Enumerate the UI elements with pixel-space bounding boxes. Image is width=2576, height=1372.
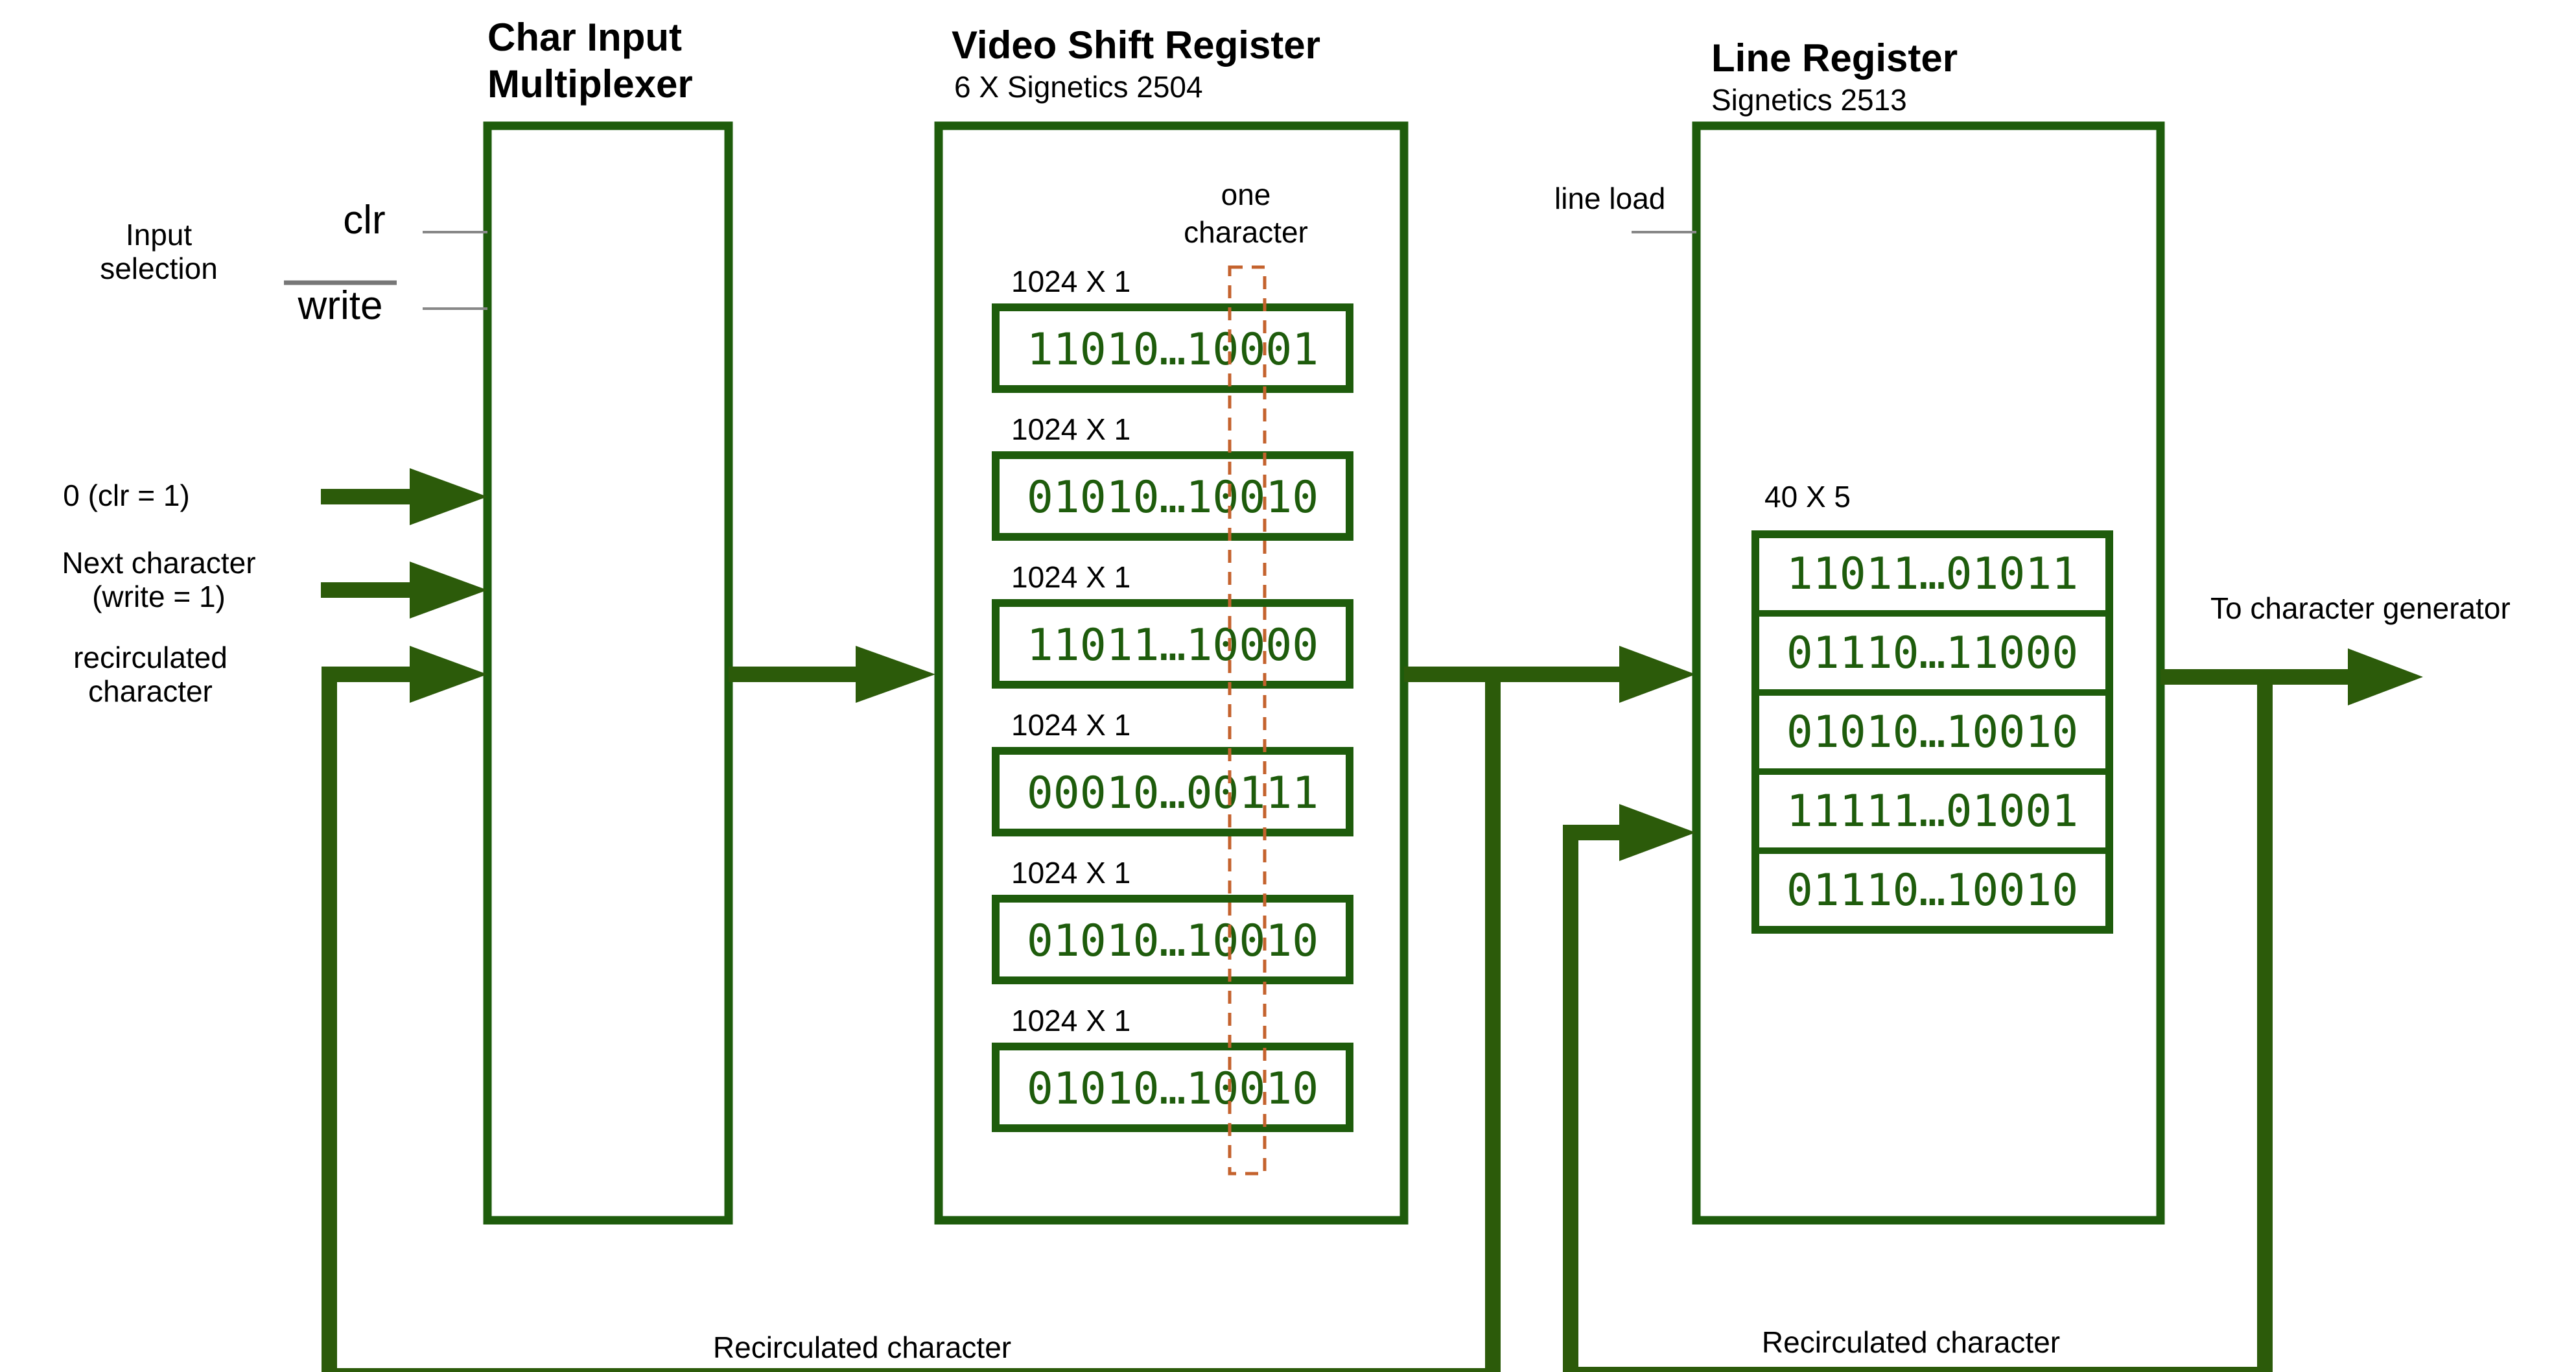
shift-register-bits: 11011…10000 xyxy=(1027,620,1318,671)
shift-register-size-label: 1024 X 1 xyxy=(1011,708,1130,742)
line-register-row-bits: 01010…10010 xyxy=(1786,707,2078,758)
recirc-loop-left xyxy=(322,667,1501,1372)
shift-register-5 xyxy=(992,895,1353,984)
vsr-title: Video Shift Register xyxy=(952,23,1320,67)
write-signal-label: write xyxy=(298,283,383,328)
one-character-marker xyxy=(1228,265,1267,1176)
input-recirc-label-line1: recirculated xyxy=(73,641,228,674)
input-recirc-label-line2: character xyxy=(88,674,213,708)
line-register-rows: 11011…01011 01110…11000 01010…10010 11111…0… xyxy=(1751,530,2113,934)
input-next-label-line1: Next character xyxy=(62,546,255,580)
one-character-label-line2: character xyxy=(1184,215,1308,249)
mux-title-line2: Multiplexer xyxy=(487,62,693,106)
shift-register-bits: 01010…10010 xyxy=(1027,916,1318,967)
input-zero-arrowhead xyxy=(410,468,487,525)
mux-to-vsr-arrowhead xyxy=(856,646,935,703)
one-character-label-line1: one xyxy=(1221,178,1271,211)
recirc-right-label: Recirculated character xyxy=(1762,1325,2060,1359)
line-register-row-bits: 11011…01011 xyxy=(1786,549,2078,600)
line-register-size-label: 40 X 5 xyxy=(1764,480,1851,514)
shift-register-size-label: 1024 X 1 xyxy=(1011,265,1130,298)
recirc-left-arrowhead xyxy=(410,646,487,703)
mux-title-line1: Char Input xyxy=(487,16,682,59)
input-next-label-line2: (write = 1) xyxy=(92,580,226,613)
shift-register-size-label: 1024 X 1 xyxy=(1011,412,1130,446)
shift-register-stack: 1024 X 1 11010…10001 1024 X 1 01010…10010 10… xyxy=(992,265,1353,1132)
clr-signal-label: clr xyxy=(343,198,385,242)
shift-register-3 xyxy=(992,599,1353,689)
line-register-title: Line Register xyxy=(1711,36,1958,80)
input-next-arrowhead xyxy=(410,562,487,619)
line-register-row-bits: 01110…11000 xyxy=(1786,628,2078,679)
shift-register-size-label: 1024 X 1 xyxy=(1011,856,1130,890)
recirc-right-arrowhead xyxy=(1619,804,1696,861)
shift-register-bits: 01010…10010 xyxy=(1027,1063,1318,1115)
shift-register-4 xyxy=(992,747,1353,836)
line-register-subtitle: Signetics 2513 xyxy=(1711,83,1907,117)
shift-register-size-label: 1024 X 1 xyxy=(1011,560,1130,594)
shift-register-6 xyxy=(992,1043,1353,1132)
input-zero-label: 0 (clr = 1) xyxy=(63,479,190,512)
output-label: To character generator xyxy=(2210,591,2511,625)
line-register-row-bits: 11111…01001 xyxy=(1786,786,2078,837)
vsr-to-line-arrowhead xyxy=(1619,646,1696,703)
recirc-left-label: Recirculated character xyxy=(713,1331,1011,1364)
vsr-subtitle: 6 X Signetics 2504 xyxy=(954,70,1203,104)
shift-register-bits: 11010…10001 xyxy=(1027,324,1318,375)
output-arrowhead xyxy=(2348,648,2423,705)
shift-register-2 xyxy=(992,451,1353,541)
recirc-loop-right xyxy=(1563,677,2273,1372)
shift-register-bits: 01010…10010 xyxy=(1027,472,1318,523)
shift-register-1 xyxy=(992,303,1353,393)
mux-block xyxy=(483,121,733,1225)
line-register-array xyxy=(1751,530,2113,934)
line-register-row-bits: 01110…10010 xyxy=(1786,865,2078,916)
shift-register-bits: 00010…00111 xyxy=(1027,768,1318,819)
vsr-block xyxy=(934,121,1409,1225)
line-load-label: line load xyxy=(1554,182,1665,215)
input-selection-label-line2: selection xyxy=(100,252,218,285)
shift-register-size-label: 1024 X 1 xyxy=(1011,1004,1130,1037)
input-selection-label-line1: Input xyxy=(126,218,193,252)
